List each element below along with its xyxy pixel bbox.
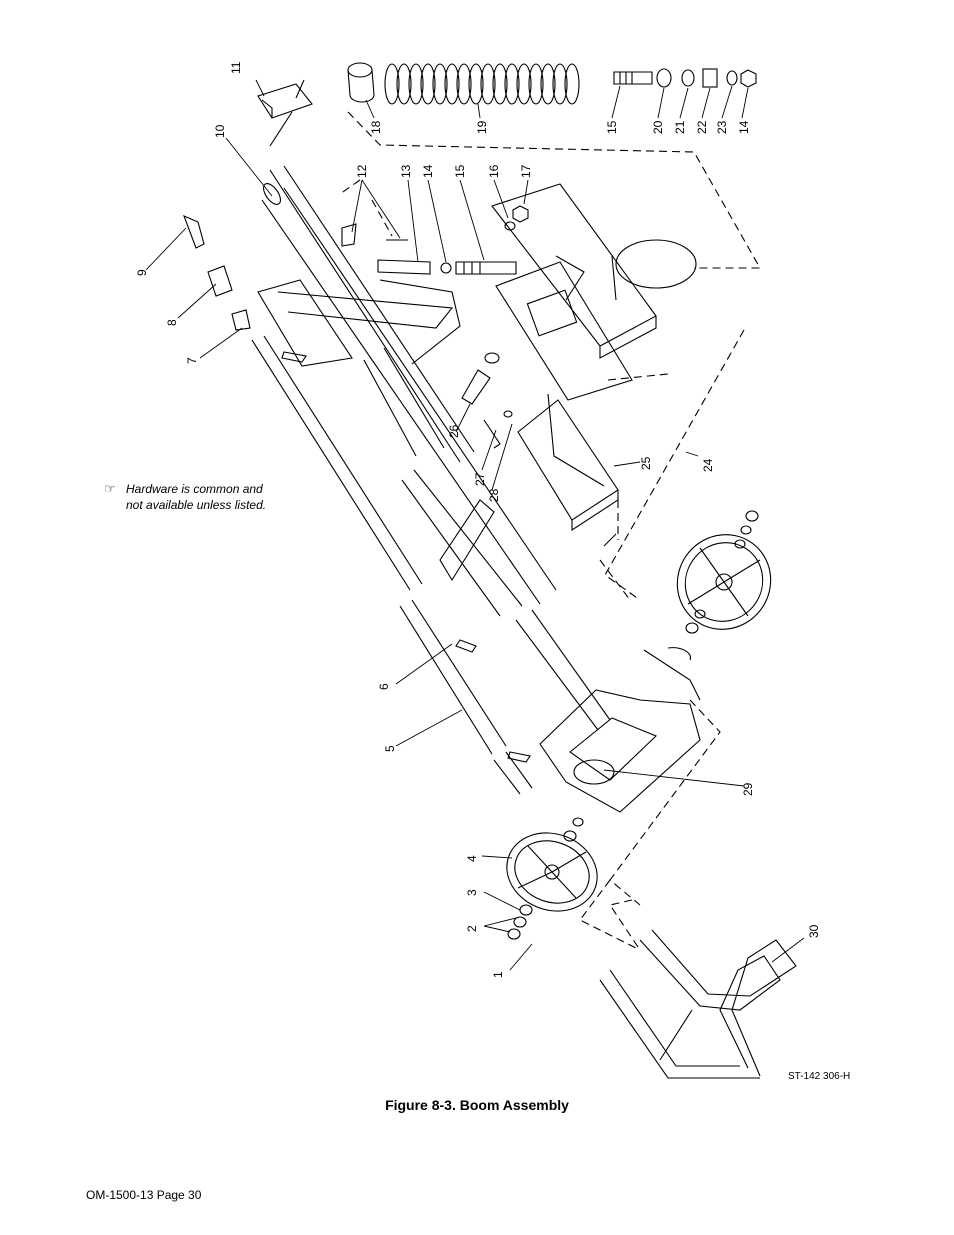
callout-3: 3 — [465, 889, 479, 896]
callout-12: 12 — [355, 164, 369, 178]
callout-14: 14 — [421, 164, 435, 178]
callout-17: 17 — [519, 164, 533, 178]
callout-7: 7 — [185, 357, 199, 364]
callout-8: 8 — [165, 319, 179, 326]
page-footer: OM-1500-13 Page 30 — [86, 1188, 202, 1202]
callout-15: 15 — [453, 164, 467, 178]
drawing-number: ST-142 306-H — [788, 1071, 851, 1082]
callout-20: 20 — [651, 120, 665, 134]
hardware-note-line-2: not available unless listed. — [126, 498, 267, 512]
hardware-note: ☞ Hardware is common and not available u… — [104, 481, 266, 513]
callout-16: 16 — [487, 164, 501, 178]
callout-5: 5 — [383, 745, 397, 752]
callout-13: 13 — [399, 164, 413, 178]
pointing-hand-icon: ☞ — [104, 481, 116, 496]
leader-lines — [145, 79, 805, 971]
callout-numbers: 1 2 3 4 5 6 7 8 9 10 11 12 13 14 15 16 1… — [135, 61, 821, 978]
callout-11: 11 — [229, 61, 243, 74]
callout-21: 21 — [673, 120, 687, 134]
callout-6: 6 — [377, 683, 391, 690]
hardware-note-line-1: Hardware is common and — [126, 482, 263, 496]
callout-28: 28 — [487, 488, 501, 502]
callout-19: 19 — [475, 120, 489, 134]
callout-2: 2 — [465, 925, 479, 932]
figure-caption: Figure 8-3. Boom Assembly — [385, 1097, 569, 1113]
callout-22: 22 — [695, 120, 709, 134]
callout-4: 4 — [465, 855, 479, 862]
wheel-lower — [506, 832, 598, 912]
callout-24: 24 — [701, 458, 715, 472]
callout-25: 25 — [639, 456, 653, 470]
callout-30: 30 — [807, 924, 821, 938]
callout-23: 23 — [715, 120, 729, 134]
callout-18: 18 — [369, 120, 383, 134]
callout-27: 27 — [473, 472, 487, 486]
callout-26: 26 — [447, 424, 461, 438]
callout-29: 29 — [741, 782, 755, 796]
callout-10: 10 — [213, 124, 227, 138]
diagram-linework — [183, 62, 797, 1079]
callout-15b: 15 — [605, 120, 619, 134]
callout-1: 1 — [491, 971, 505, 978]
callout-9: 9 — [135, 269, 149, 276]
spring — [384, 63, 580, 105]
callout-14b: 14 — [737, 120, 751, 134]
wheel-upper — [676, 534, 772, 630]
